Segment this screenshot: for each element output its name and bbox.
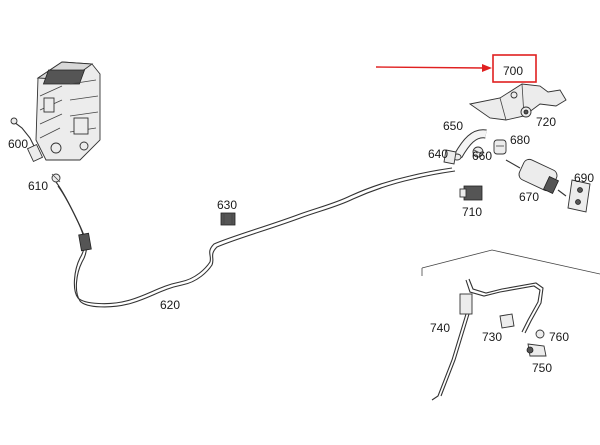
bracket-700 [468, 83, 567, 121]
label-750: 750 [532, 361, 552, 375]
heater-unit [35, 61, 101, 161]
label-720: 720 [536, 115, 556, 129]
sensor-600 [10, 117, 44, 163]
label-670: 670 [519, 190, 539, 204]
clip-760 [535, 329, 545, 339]
label-620: 620 [160, 298, 180, 312]
fuel-pump-670 [505, 158, 567, 197]
clip-640 [443, 149, 457, 165]
highlight-box [492, 54, 537, 83]
highlight-callout-700: 700 [375, 54, 537, 83]
highlight-arrow-head [482, 64, 492, 72]
label-760: 760 [549, 330, 569, 344]
label-710: 710 [462, 205, 482, 219]
fitting-750 [526, 343, 547, 357]
clip-730 [499, 313, 515, 329]
highlight-arrow [375, 66, 485, 69]
label-650: 650 [443, 119, 463, 133]
pickup-tube-740 [431, 293, 473, 401]
connector-710 [459, 185, 483, 201]
bracket-690 [567, 179, 591, 213]
label-680: 680 [510, 133, 530, 147]
nut-660 [472, 146, 484, 158]
label-740: 740 [430, 321, 450, 335]
nut-720 [520, 106, 532, 118]
clip-610 [51, 173, 61, 183]
label-630: 630 [217, 198, 237, 212]
label-610: 610 [28, 179, 48, 193]
fuel-line-620 [55, 167, 456, 308]
inset-panel [421, 249, 600, 276]
label-600: 600 [8, 137, 28, 151]
label-660: 660 [472, 149, 492, 163]
label-730: 730 [482, 330, 502, 344]
clip-630 [220, 212, 236, 226]
label-640: 640 [428, 147, 448, 161]
fuel-line-inset [465, 278, 544, 334]
damper-680 [493, 139, 507, 155]
label-690: 690 [574, 171, 594, 185]
label-700: 700 [503, 64, 523, 78]
